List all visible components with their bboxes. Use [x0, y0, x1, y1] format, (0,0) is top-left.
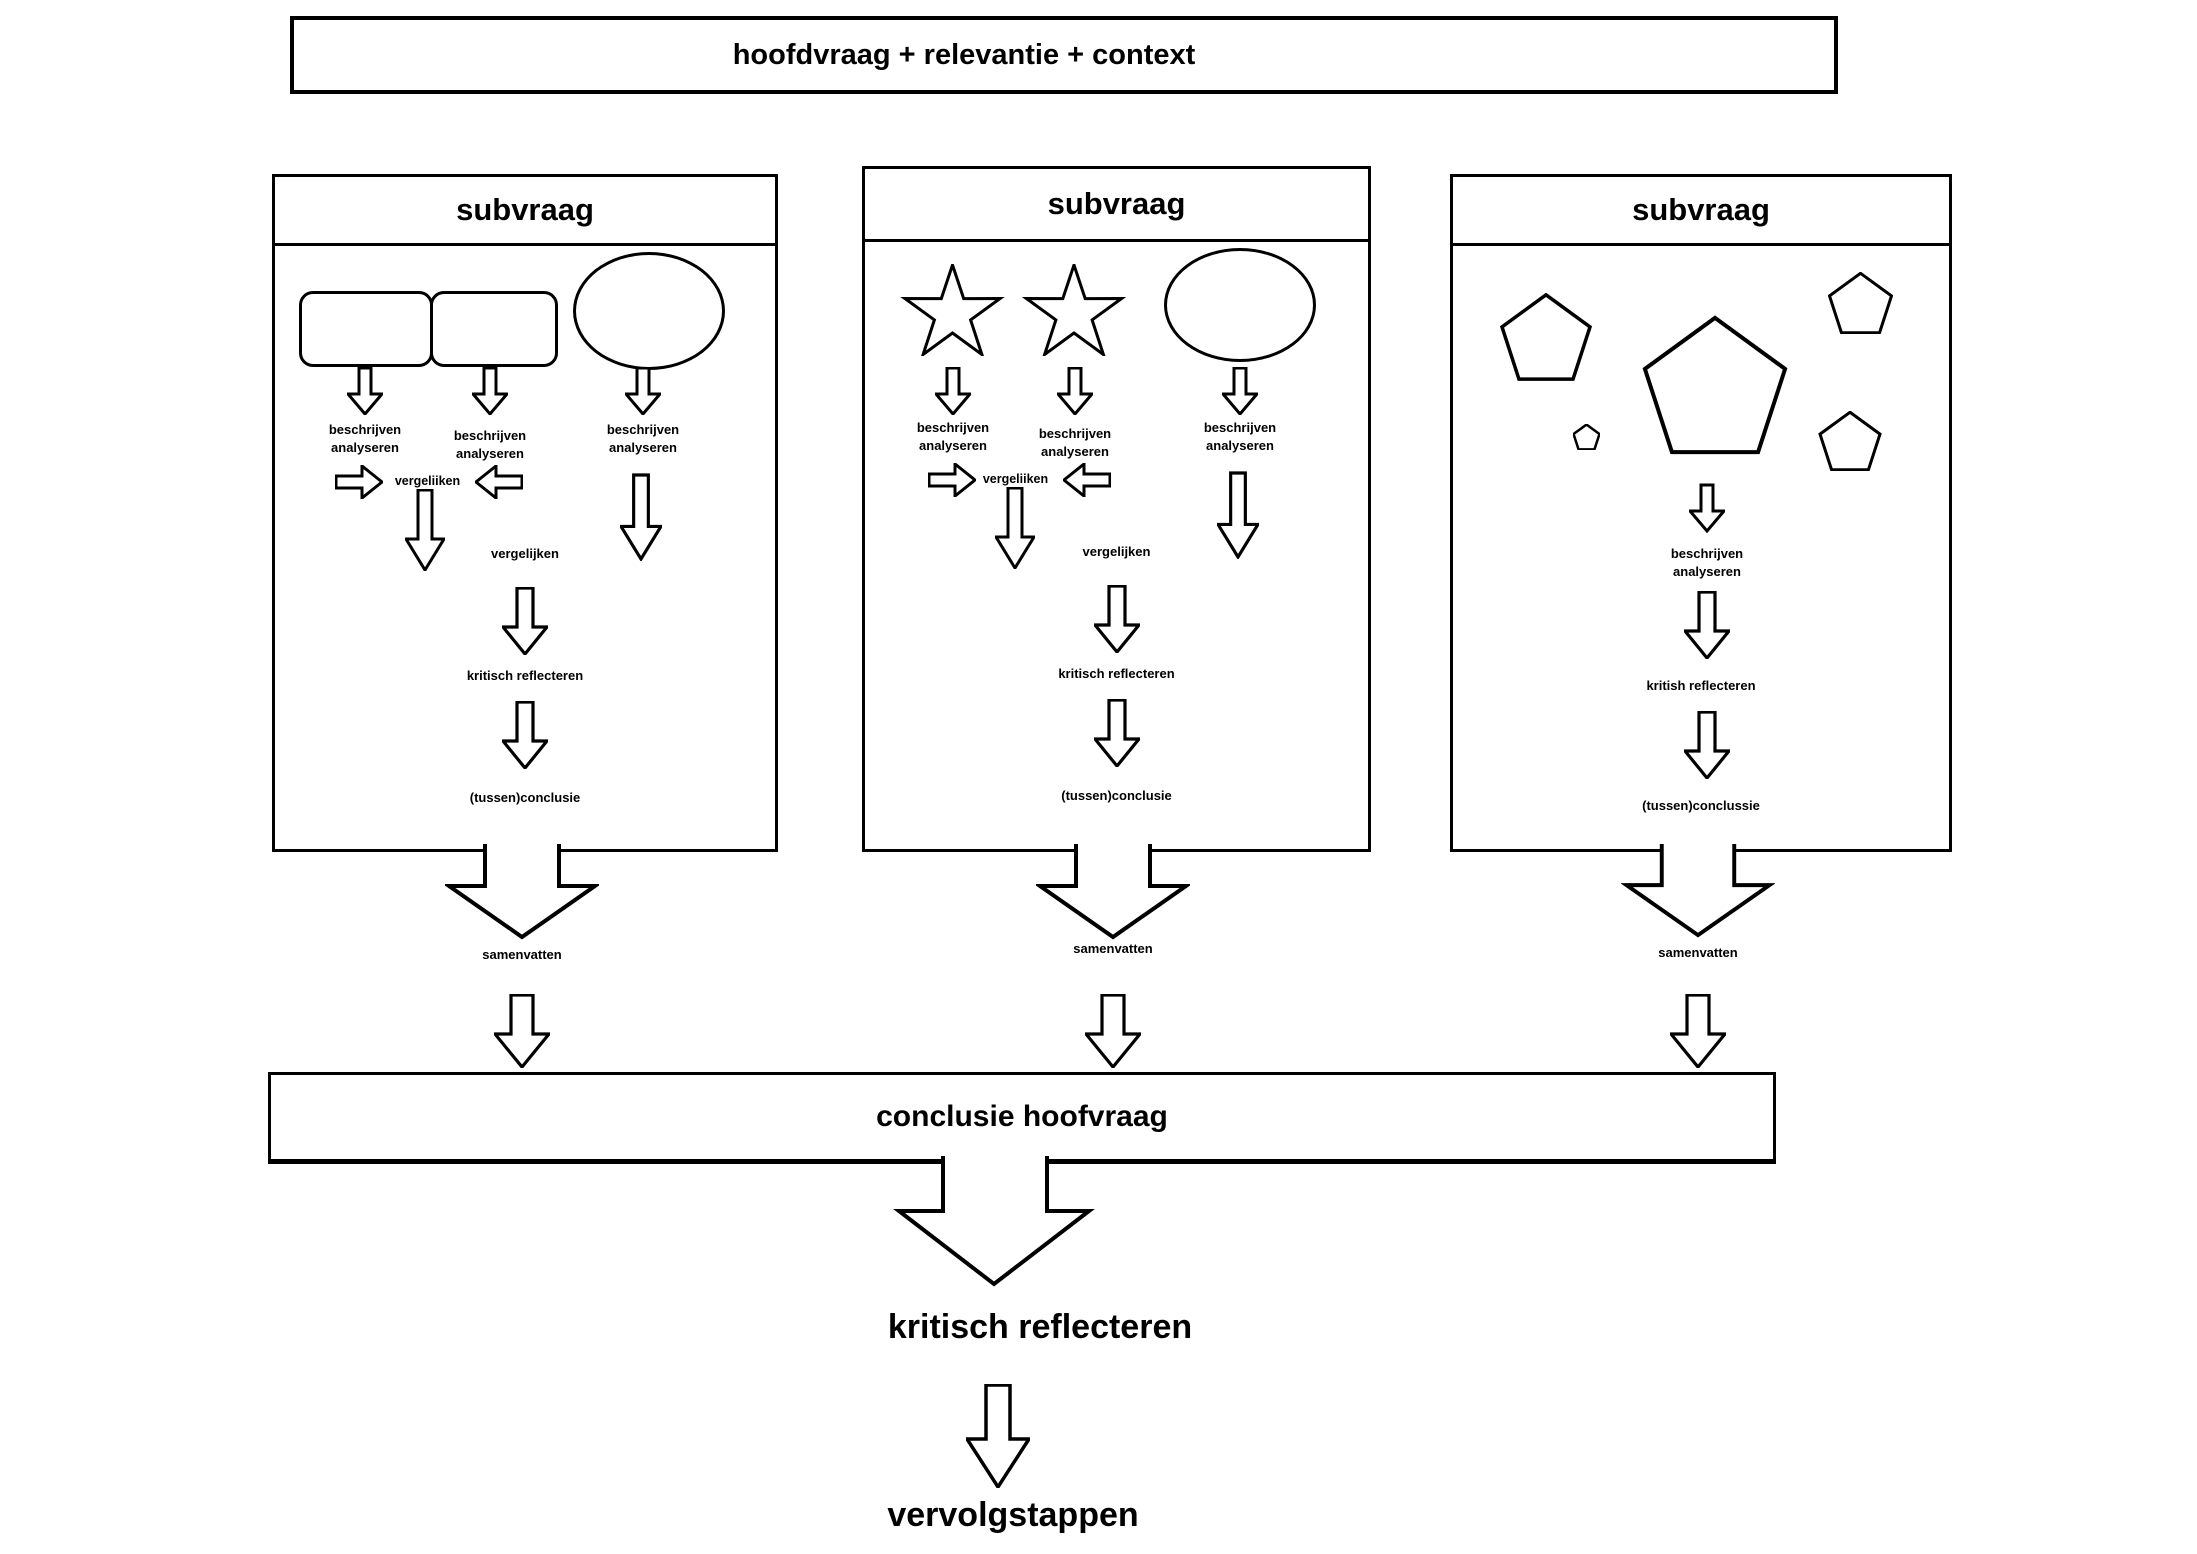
next-steps-label: vervolgstappen: [887, 1496, 1139, 1534]
down-arrow-icon: [347, 367, 383, 415]
subquestion-3-header: subvraag: [1453, 177, 1949, 246]
left-arrow-icon: [1063, 463, 1111, 497]
down-arrow-icon: [1684, 591, 1730, 659]
subquestion-1-header: subvraag: [275, 177, 775, 246]
down-arrow-icon: [995, 487, 1035, 569]
interim-conclusion-label: (tussen)conclusie: [469, 790, 581, 805]
star-icon: [896, 264, 1009, 356]
down-arrow-icon: [620, 473, 662, 561]
wide-down-arrow-icon: [445, 844, 599, 940]
ellipse-shape: [1164, 248, 1316, 362]
main-question-bar: hoofdvraag + relevantie + context: [290, 16, 1838, 94]
reflect-label: kritish reflecteren: [1646, 678, 1756, 693]
pentagon-icon: [1815, 411, 1885, 471]
down-arrow-icon: [1094, 585, 1140, 653]
down-arrow-icon: [1057, 367, 1093, 415]
footer-reflect-label: kritisch reflecteren: [887, 1308, 1193, 1346]
wide-down-arrow-icon: [893, 1156, 1095, 1287]
left-arrow-icon: [475, 465, 523, 499]
compare-small-label: vergeliiken: [394, 474, 461, 488]
interim-conclusion-label: (tussen)conclusie: [1061, 788, 1172, 803]
compare-label: vergelijken: [1082, 544, 1151, 559]
pentagon-icon: [1828, 272, 1893, 334]
compare-small-label: vergeliiken: [982, 472, 1049, 486]
down-arrow-icon: [1085, 994, 1141, 1068]
wide-down-arrow-icon: [1036, 844, 1190, 940]
down-arrow-icon: [625, 367, 661, 415]
down-arrow-icon: [1222, 367, 1258, 415]
main-question-label: hoofdvraag + relevantie + context: [732, 38, 1196, 71]
down-arrow-icon: [494, 994, 550, 1068]
conclusion-bar-label: conclusie hoofvraag: [876, 1100, 1168, 1133]
down-arrow-icon: [966, 1384, 1030, 1488]
down-arrow-icon: [1094, 699, 1140, 767]
subquestion-2-header: subvraag: [865, 169, 1368, 242]
conclusion-bar: conclusie hoofvraag: [268, 1072, 1776, 1164]
right-arrow-icon: [335, 465, 383, 499]
reflect-label: kritisch reflecteren: [466, 668, 584, 683]
rounded-rect-shape: [430, 291, 558, 367]
summarize-label: samenvatten: [1658, 945, 1738, 960]
down-arrow-icon: [405, 489, 445, 571]
down-arrow-icon: [472, 367, 508, 415]
right-arrow-icon: [928, 463, 976, 497]
down-arrow-icon: [502, 701, 548, 769]
interim-conclusion-label: (tussen)conclussie: [1642, 798, 1760, 813]
down-arrow-icon: [1670, 994, 1726, 1068]
pentagon-icon: [1573, 424, 1600, 450]
pentagon-icon: [1496, 293, 1596, 381]
wide-down-arrow-icon: [1621, 844, 1775, 938]
ellipse-shape: [573, 252, 725, 370]
reflect-label: kritisch reflecteren: [1058, 666, 1175, 681]
summarize-label: samenvatten: [482, 947, 562, 962]
down-arrow-icon: [1689, 483, 1725, 533]
down-arrow-icon: [502, 587, 548, 655]
down-arrow-icon: [1217, 471, 1259, 559]
down-arrow-icon: [1684, 711, 1730, 779]
rounded-rect-shape: [299, 291, 433, 367]
pentagon-icon: [1642, 311, 1788, 459]
compare-label: vergelijken: [491, 546, 559, 561]
summarize-label: samenvatten: [1073, 941, 1153, 956]
star-icon: [1020, 264, 1128, 356]
down-arrow-icon: [935, 367, 971, 415]
